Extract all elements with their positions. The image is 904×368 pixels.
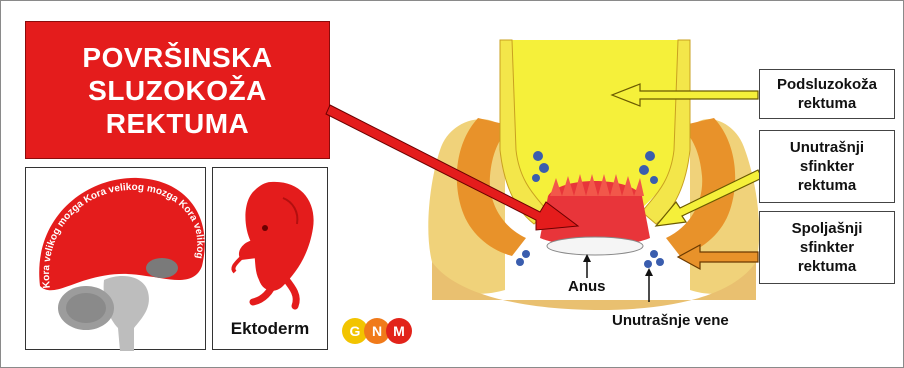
internal-sphincter-line-2: sfinkter	[790, 157, 864, 176]
external-sphincter-line-3: rektuma	[792, 257, 863, 276]
submucosa-line-2: rektuma	[777, 94, 877, 113]
internal-sphincter-line-1: Unutrašnji	[790, 138, 864, 157]
label-box-internal-sphincter: Unutrašnji sfinkter rektuma	[759, 130, 895, 203]
external-sphincter-line-1: Spoljašnji	[792, 219, 863, 238]
label-box-submucosa: Podsluzokoža rektuma	[759, 69, 895, 119]
label-box-external-sphincter: Spoljašnji sfinkter rektuma	[759, 211, 895, 284]
anus-label: Anus	[568, 278, 606, 295]
internal-sphincter-line-3: rektuma	[790, 176, 864, 195]
internal-veins-label: Unutrašnje vene	[612, 312, 729, 329]
submucosa-line-1: Podsluzokoža	[777, 75, 877, 94]
external-sphincter-line-2: sfinkter	[792, 238, 863, 257]
